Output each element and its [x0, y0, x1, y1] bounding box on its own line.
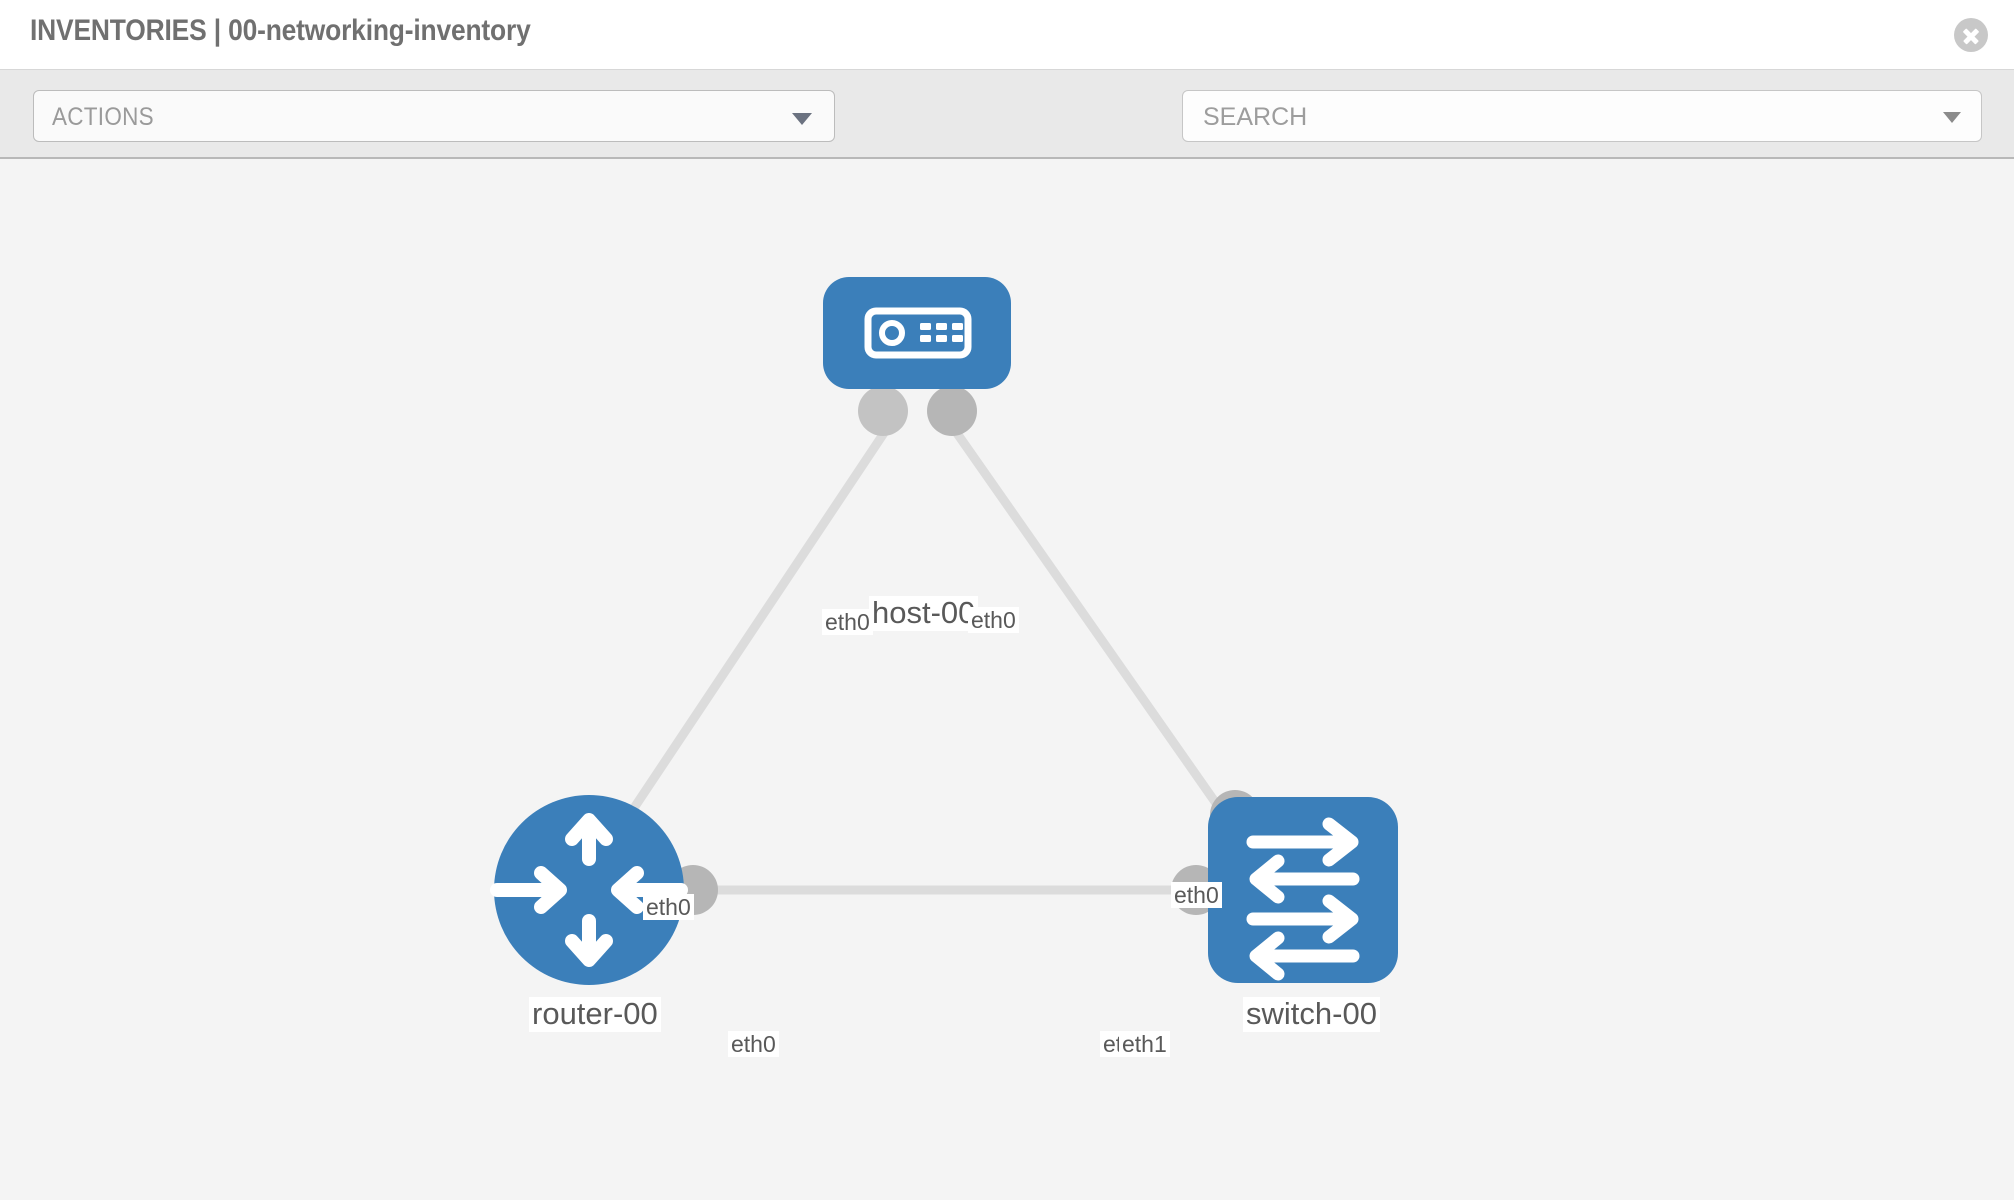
edge-host-router[interactable] [596, 406, 904, 862]
page-title: INVENTORIES | 00-networking-inventory [30, 14, 531, 47]
node-switch-00[interactable] [1208, 797, 1398, 983]
page-header: INVENTORIES | 00-networking-inventory [0, 0, 2014, 70]
edge-label-router-switch-source: eth0 [728, 1031, 779, 1058]
switch-arrows-icon [1246, 817, 1360, 981]
node-host-00[interactable] [823, 277, 1011, 389]
node-label-host-00: host-00 [869, 596, 979, 631]
actions-dropdown[interactable]: ACTIONS [33, 90, 835, 142]
server-icon [864, 307, 972, 359]
edge-label-host-router-target: eth0 [643, 894, 694, 921]
connector-host-left[interactable] [858, 386, 908, 436]
edge-label-router-switch-target-b: eth1 [1119, 1031, 1170, 1058]
edge-label-host-switch-target: eth0 [1171, 882, 1222, 909]
connector-host-right[interactable] [927, 386, 977, 436]
toolbar: ACTIONS [0, 70, 2014, 203]
topology-canvas[interactable]: eth0 host-00 eth0 eth0 eth0 eth0 eth0 et… [0, 159, 2014, 1200]
close-icon[interactable] [1954, 18, 1988, 52]
chevron-down-icon[interactable] [1943, 112, 1961, 123]
router-arrows-icon [490, 813, 688, 967]
edge-label-host-router-source: eth0 [822, 609, 873, 636]
edge-host-switch[interactable] [936, 406, 1259, 862]
edge-label-host-switch-source: eth0 [968, 607, 1019, 634]
search-field[interactable] [1182, 90, 1982, 143]
topology-graph [490, 277, 1398, 985]
node-label-switch-00: switch-00 [1243, 997, 1380, 1032]
search-input[interactable] [1201, 91, 1905, 143]
node-router-00[interactable] [490, 795, 688, 985]
actions-dropdown-label: ACTIONS [52, 103, 154, 131]
chevron-down-icon [792, 113, 812, 125]
node-label-router-00: router-00 [529, 997, 661, 1032]
